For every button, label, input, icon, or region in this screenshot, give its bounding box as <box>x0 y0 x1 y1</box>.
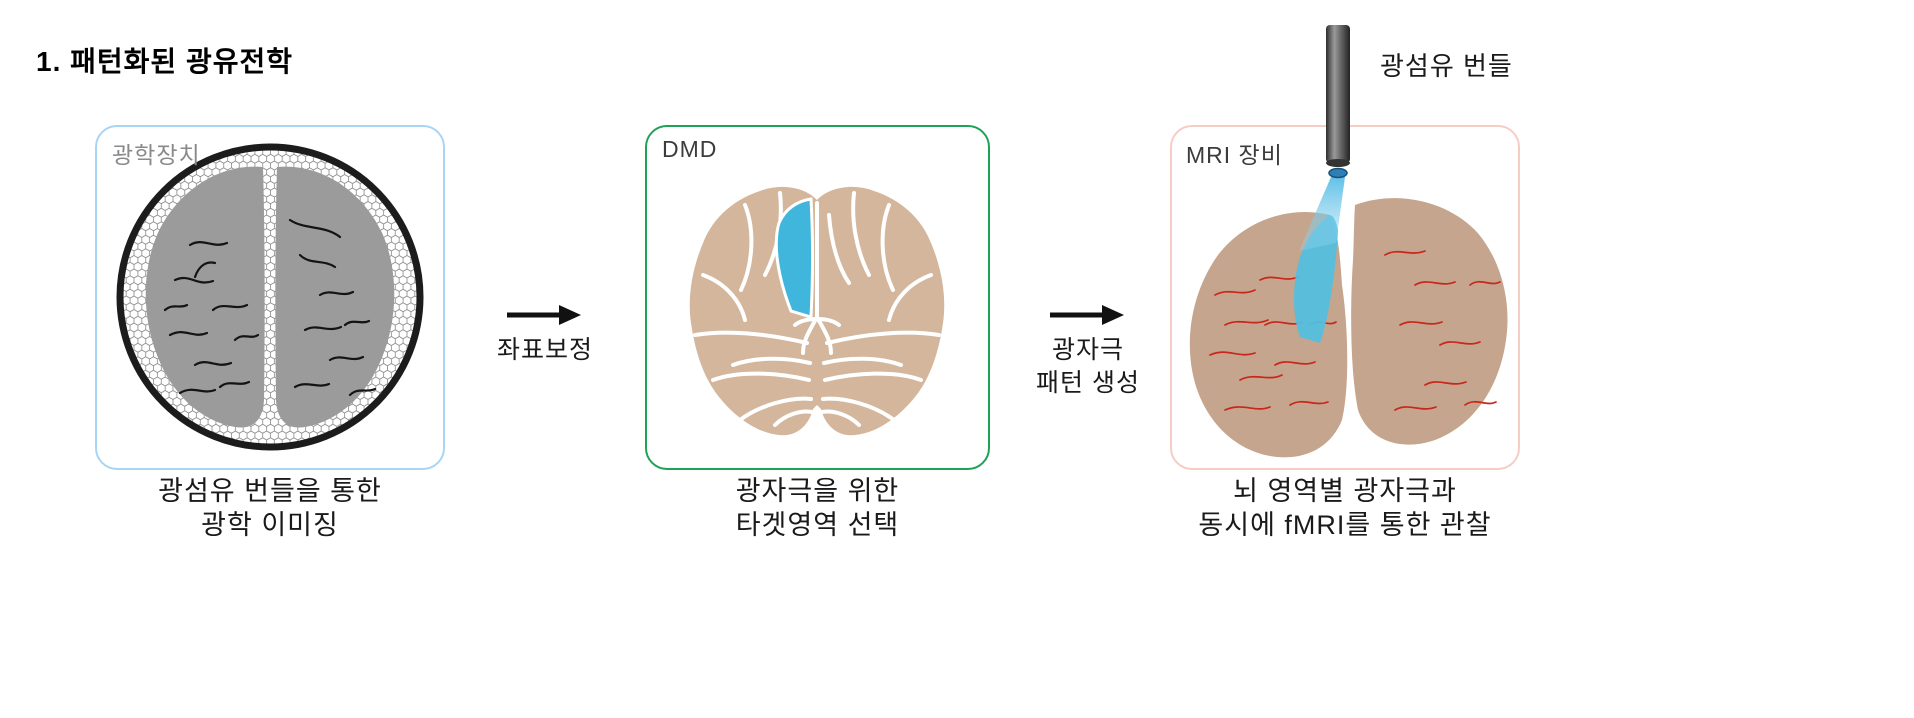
dmd-caption-line1: 광자극을 위한 <box>735 476 900 506</box>
arrow-right-icon <box>1050 305 1124 325</box>
dmd-caption: 광자극을 위한 타겟영역 선택 <box>645 474 990 542</box>
dmd-panel-label: DMD <box>662 136 718 162</box>
panel-mri <box>1170 125 1520 470</box>
optical-caption: 광섬유 번들을 통한 광학 이미징 <box>95 474 445 542</box>
arrow-right-icon <box>507 305 581 325</box>
arrow2-label-line1: 광자극 <box>1051 336 1124 364</box>
arrow2-label-line2: 패턴 생성 <box>1036 369 1140 397</box>
mri-caption-line1: 뇌 영역별 광자극과 <box>1233 476 1457 506</box>
optical-caption-line2: 광학 이미징 <box>201 510 339 540</box>
optical-panel-label: 광학장치 <box>112 142 201 168</box>
optical-caption-line1: 광섬유 번들을 통한 <box>158 476 382 506</box>
arrow1-label: 좌표보정 <box>496 336 593 364</box>
figure-title: 1. 패턴화된 광유전학 <box>36 46 293 77</box>
arrow2-label: 광자극 패턴 생성 <box>1008 334 1168 400</box>
panel-optical-device <box>95 125 445 470</box>
mri-caption: 뇌 영역별 광자극과 동시에 fMRI를 통한 관찰 <box>1150 474 1540 542</box>
mri-panel-label: MRI 장비 <box>1186 142 1283 168</box>
fiber-bundle-label: 광섬유 번들 <box>1380 51 1513 81</box>
panel-dmd <box>645 125 990 470</box>
mri-caption-line2: 동시에 fMRI를 통한 관찰 <box>1198 510 1492 540</box>
dmd-caption-line2: 타겟영역 선택 <box>735 510 900 540</box>
